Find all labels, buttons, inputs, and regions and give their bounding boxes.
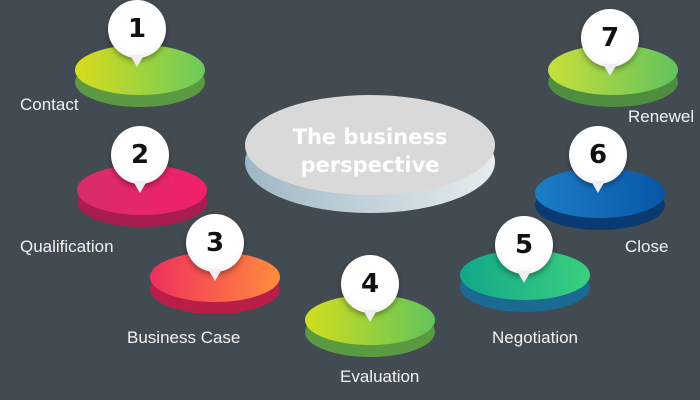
center-title-line2: perspective: [300, 153, 440, 177]
step-pin-1: 1: [108, 0, 166, 67]
step-pin-2: 2: [111, 126, 169, 193]
step-pin-6: 6: [569, 126, 627, 193]
step-pin-7: 7: [581, 9, 639, 76]
step-label-renewel: Renewel: [628, 107, 695, 126]
step-pin-4: 4: [341, 255, 399, 322]
center-disc-top: [245, 95, 495, 195]
step-pin-5: 5: [495, 216, 553, 283]
step-disc-5: [460, 250, 590, 312]
step-label-evaluation: Evaluation: [340, 367, 420, 386]
center-title-line1: The business: [292, 125, 448, 149]
step-label-business-case: Business Case: [127, 328, 241, 347]
center-disc: The business perspective: [245, 95, 495, 213]
step-label-negotiation: Negotiation: [492, 328, 579, 347]
step-disc-4: [305, 295, 435, 357]
step-pin-3: 3: [186, 214, 244, 281]
step-disc-3: [150, 252, 280, 314]
step-label-close: Close: [625, 237, 669, 256]
step-label-contact: Contact: [20, 95, 79, 114]
center-title: The business perspective: [245, 123, 495, 179]
step-label-qualification: Qualification: [20, 237, 114, 256]
